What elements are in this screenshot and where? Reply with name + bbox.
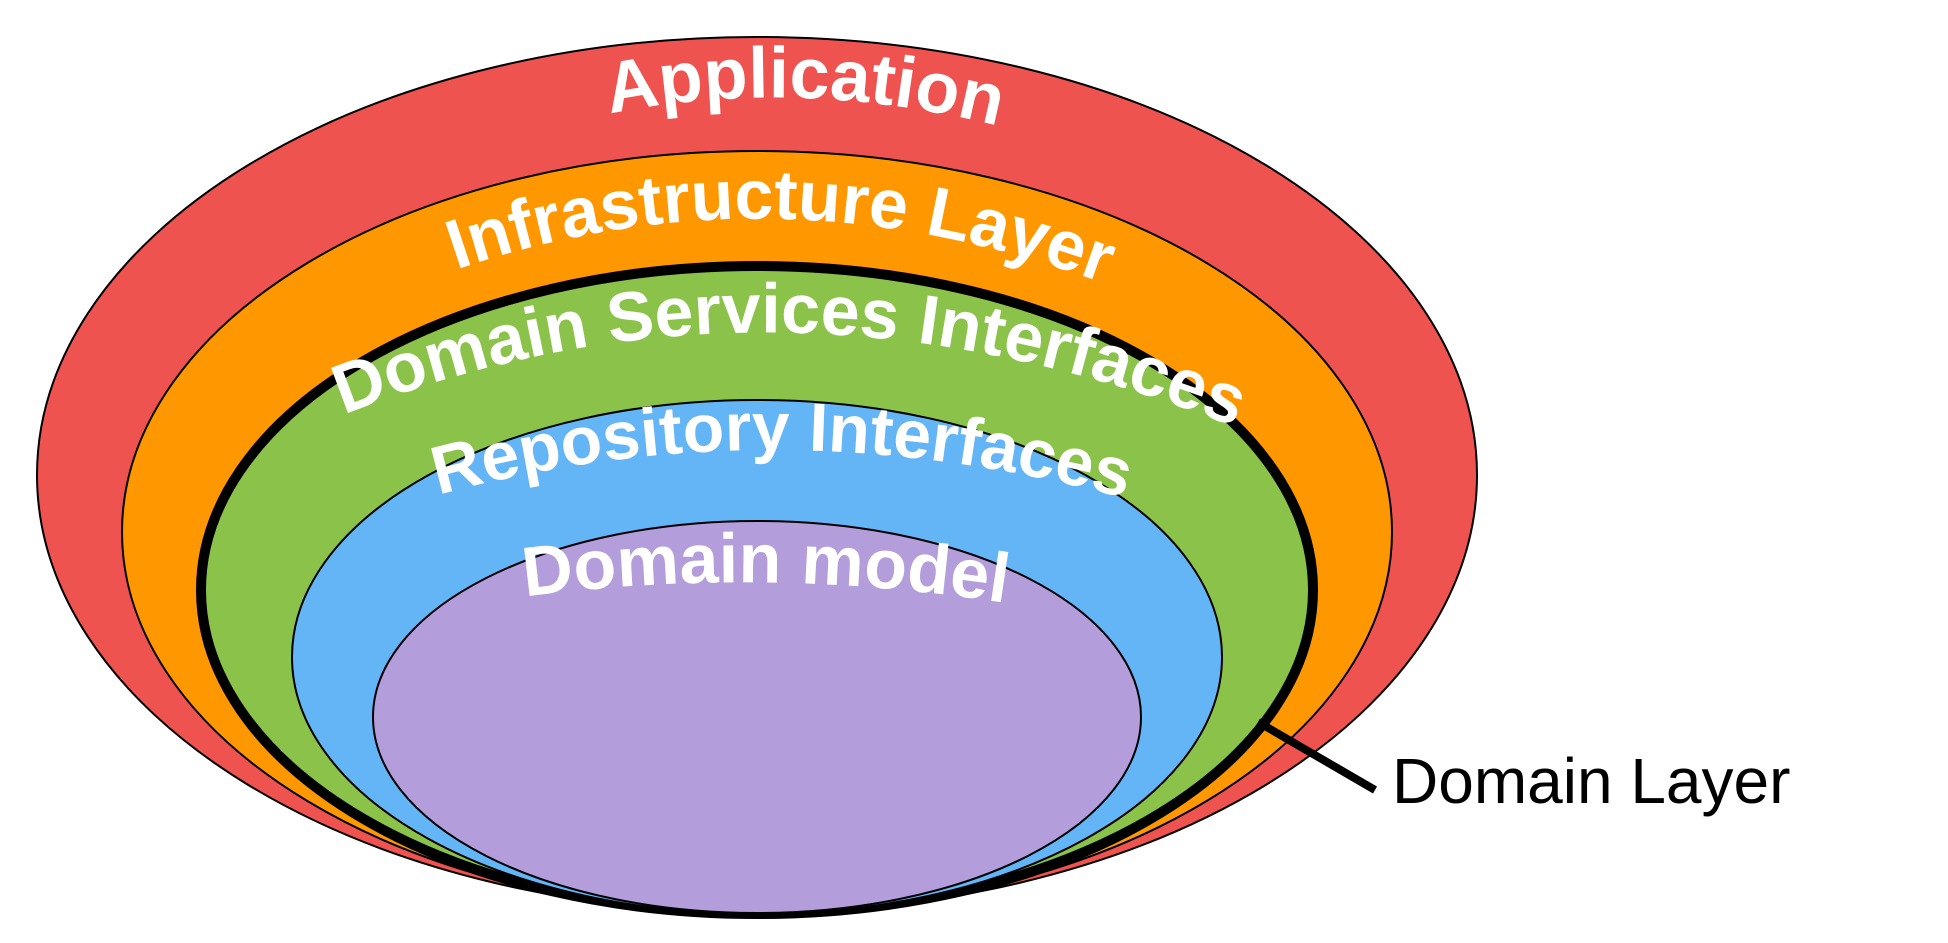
domain-layer-callout: Domain Layer [1392,745,1790,817]
domain-layer-leader-line [1255,718,1378,794]
domain-model-core [372,520,1142,914]
